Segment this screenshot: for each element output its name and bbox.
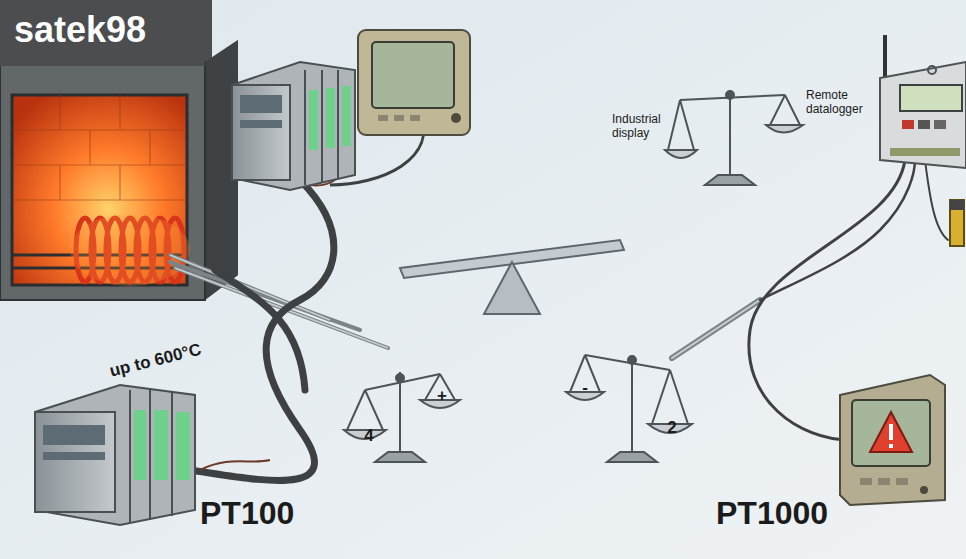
watermark-box: satek98 [0,0,205,66]
watermark-text: satek98 [14,8,191,51]
part-label: Remote datalogger [806,88,886,117]
part-label: Industrial display [612,112,678,141]
sensor-title: PT1000 [716,494,828,532]
callout-number: - [582,378,588,398]
callout-number: 4 [364,426,373,446]
sensor-title: PT100 [200,494,294,532]
callout-number: + [437,386,447,406]
callout-number: 2 [667,418,676,438]
